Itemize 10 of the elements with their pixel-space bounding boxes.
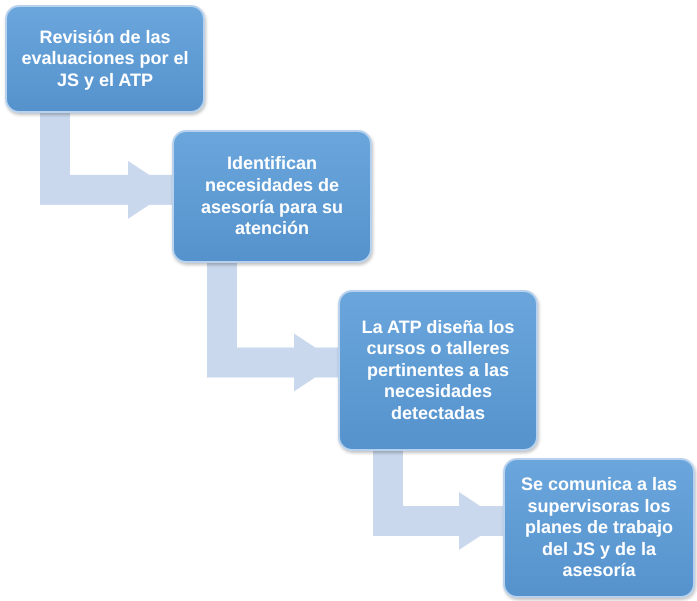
process-box [5, 5, 205, 113]
process-box [503, 458, 695, 598]
process-box [172, 130, 372, 263]
process-box [338, 290, 538, 451]
bent-arrow [373, 451, 503, 550]
step-text: Revisión de las evaluaciones por el JS y el ATP [20, 26, 190, 92]
step-text: La ATP diseña los cursos o talleres pertinentes a las necesidades detectadas [360, 316, 516, 424]
step-text: Se comunica a las supervisoras los planes de trabajo del JS y de la asesoría [520, 474, 678, 582]
bent-arrow [40, 113, 172, 219]
step-text: Identifican necesidades de asesoría para su atención [200, 153, 344, 240]
